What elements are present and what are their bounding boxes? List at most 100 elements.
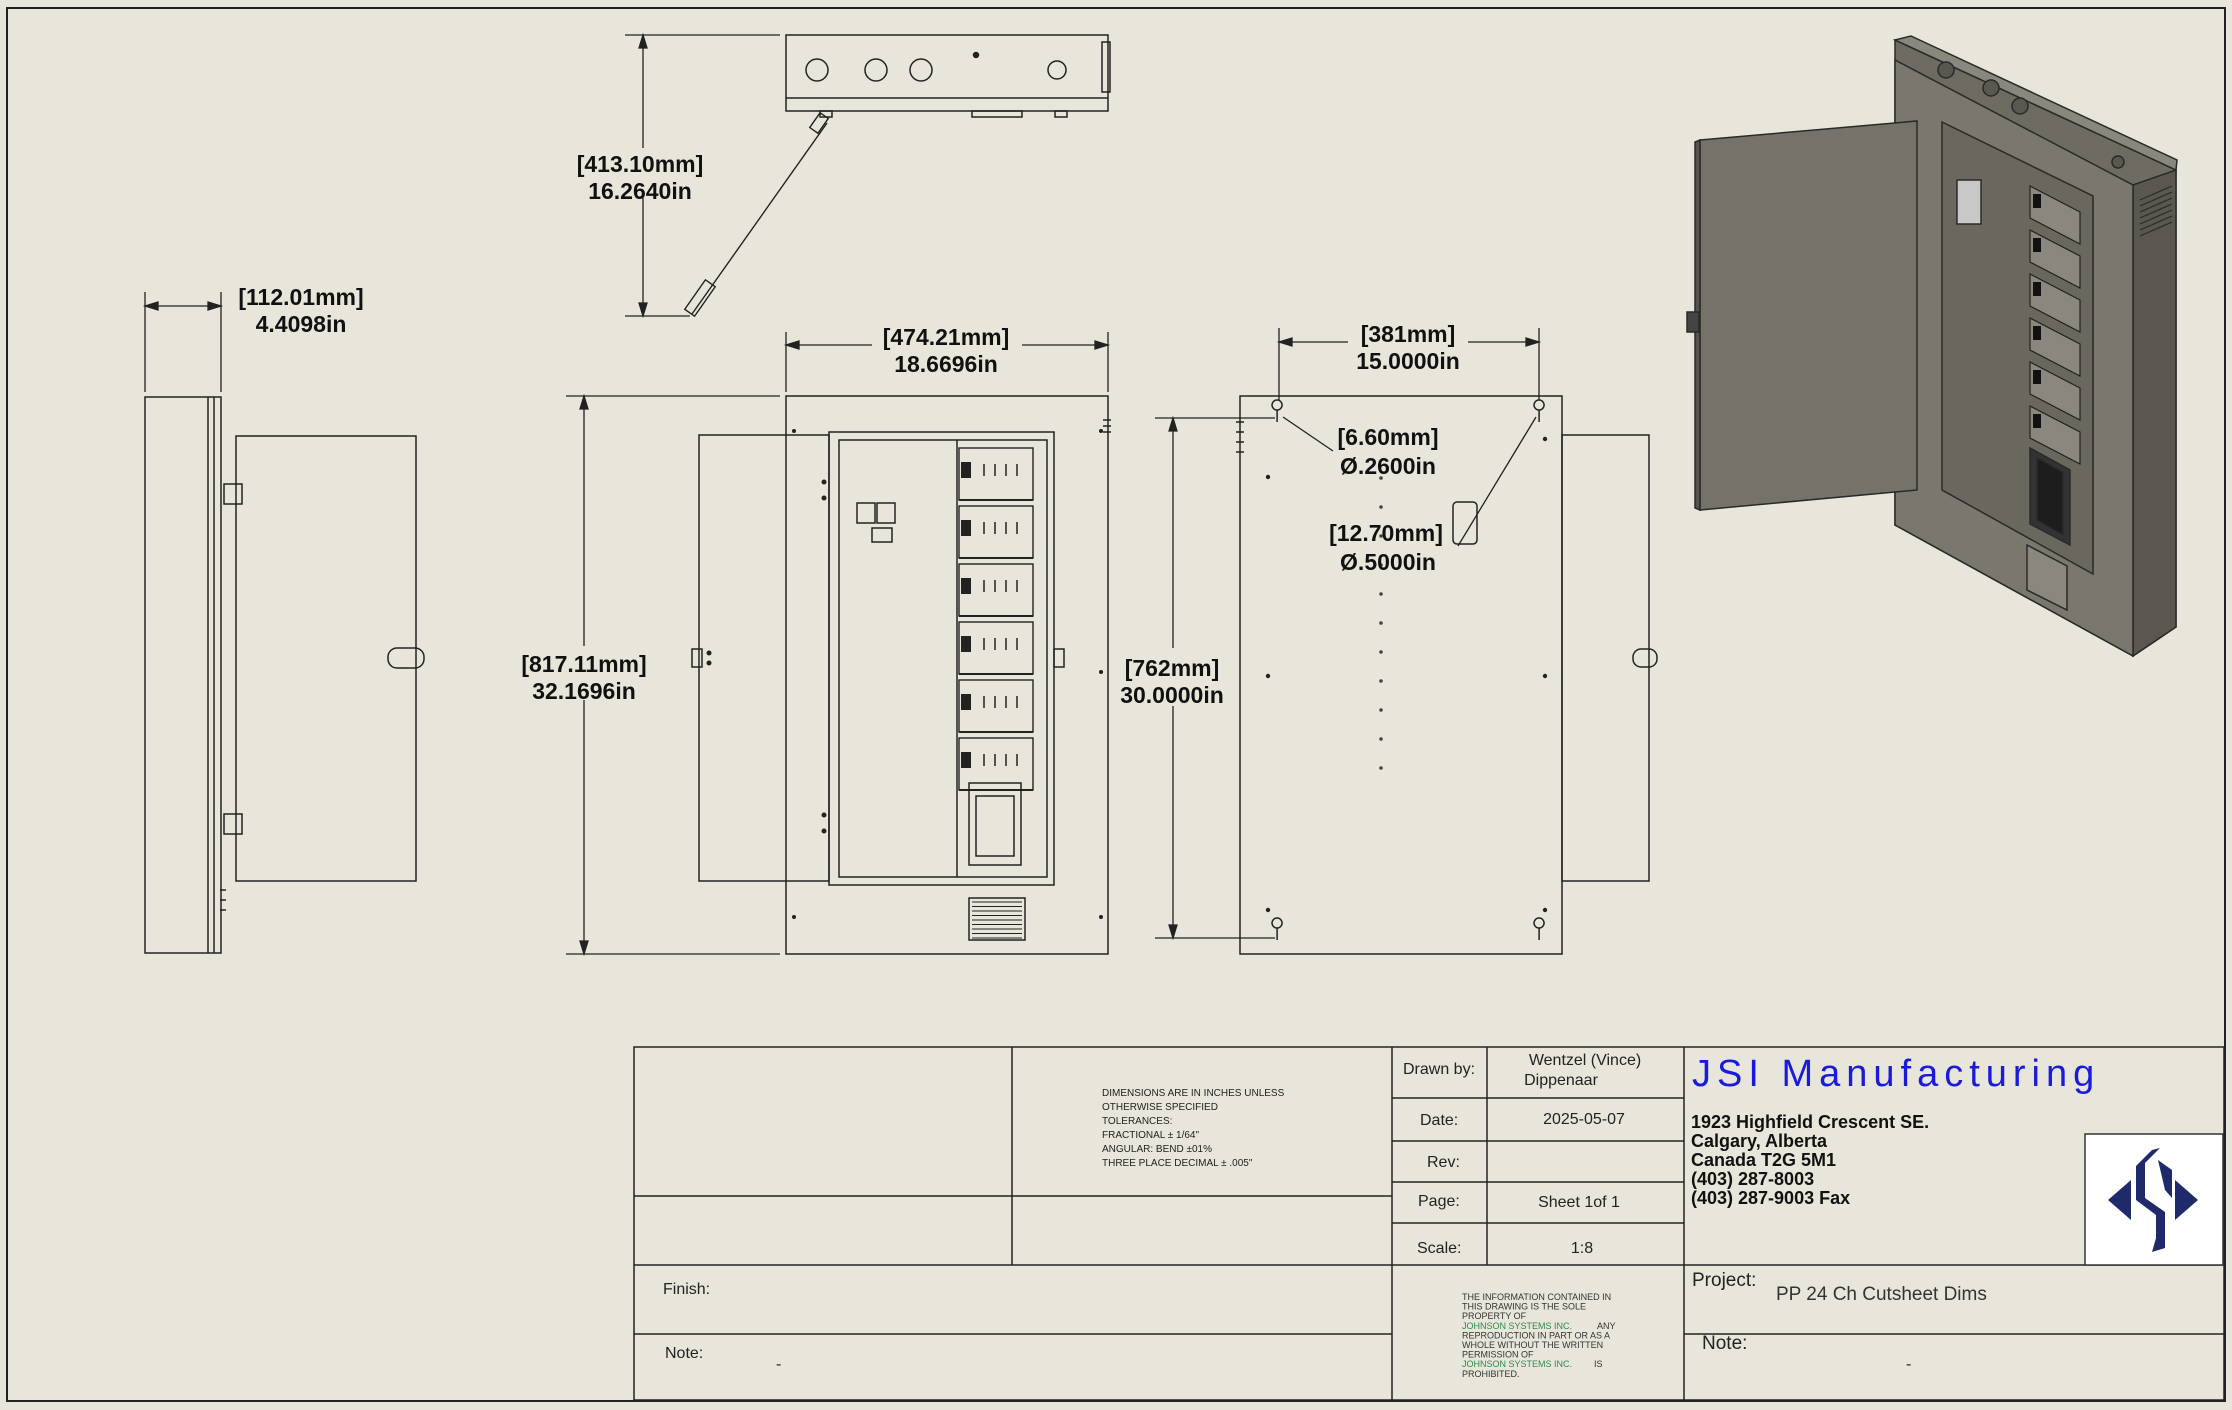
keyhole-large-dim-mm: [12.70mm]	[1329, 520, 1443, 546]
rear-center-hole	[1379, 592, 1383, 596]
iso-vent-slot	[2139, 221, 2173, 237]
mount-height-dim-in: 30.0000in	[1120, 682, 1224, 708]
vent-slots	[972, 901, 1022, 939]
rear-hole	[1265, 907, 1271, 913]
isometric-side-vents	[2139, 185, 2173, 237]
iso-vent-slot	[2139, 185, 2173, 201]
drawn-by-label: Drawn by:	[1403, 1061, 1475, 1078]
top-length-dimension-lines	[625, 32, 780, 319]
rear-center-hole	[1379, 737, 1383, 741]
mount-width-dim-in: 15.0000in	[1356, 348, 1460, 374]
breaker-handle	[961, 462, 971, 478]
rear-center-hole	[1379, 708, 1383, 712]
tolerance-line: FRACTIONAL ± 1/64"	[1102, 1130, 1199, 1141]
date-value: 2025-05-07	[1543, 1111, 1625, 1128]
rear-center-hole	[1379, 534, 1383, 538]
handle-detail	[683, 111, 830, 318]
drawn-by-name-line1: Wentzel (Vince)	[1529, 1052, 1641, 1069]
address-line: 1923 Highfield Crescent SE.	[1691, 1112, 1929, 1132]
rear-center-hole	[1379, 563, 1383, 567]
keyhole-small-dim-in: Ø.2600in	[1340, 453, 1436, 479]
rear-hole	[1542, 907, 1548, 913]
iso-breaker	[2029, 317, 2081, 377]
iso-vent-slot	[2139, 197, 2173, 213]
company-name: JSI Manufacturing	[1692, 1053, 2100, 1095]
rear-hole	[1542, 436, 1548, 442]
width-dim-in: 18.6696in	[894, 351, 998, 377]
rear-center-hole	[1379, 621, 1383, 625]
project-note-label: Note:	[1702, 1333, 1747, 1354]
height-dim-in: 32.1696in	[532, 678, 636, 704]
mount-height-dim-mm: [762mm]	[1125, 655, 1220, 681]
side-view	[144, 396, 425, 954]
top-view	[785, 34, 1111, 118]
rear-view	[1236, 395, 1658, 955]
proprietary-line: PROPERTY OF	[1462, 1311, 1527, 1321]
proprietary-line: PERMISSION OF	[1462, 1350, 1534, 1360]
mount-width-dim-mm: [381mm]	[1361, 321, 1456, 347]
iso-breaker	[2029, 185, 2081, 245]
top-length-dim-mm: [413.10mm]	[577, 151, 704, 177]
page-label: Page:	[1418, 1193, 1460, 1210]
proprietary-line: THIS DRAWING IS THE SOLE	[1462, 1302, 1586, 1312]
iso-breaker	[2029, 361, 2081, 421]
height-dimension-lines	[566, 393, 780, 957]
tolerance-line: OTHERWISE SPECIFIED	[1102, 1102, 1218, 1113]
proprietary-line: THE INFORMATION CONTAINED IN	[1462, 1292, 1611, 1302]
finish-label: Finish:	[663, 1281, 710, 1298]
proprietary-any: ANY	[1597, 1321, 1616, 1331]
iso-vent-slot	[2139, 215, 2173, 231]
iso-breaker	[2029, 229, 2081, 289]
iso-breaker-handle	[2033, 414, 2041, 428]
note-label: Note:	[665, 1345, 703, 1362]
proprietary-line: WHOLE WITHOUT THE WRITTEN	[1462, 1340, 1603, 1350]
iso-vent-slot	[2139, 203, 2173, 219]
project-name: PP 24 Ch Cutsheet Dims	[1776, 1284, 1987, 1305]
height-dim-mm: [817.11mm]	[521, 651, 646, 677]
front-view	[691, 395, 1111, 955]
tolerance-line: DIMENSIONS ARE IN INCHES UNLESS	[1102, 1088, 1285, 1099]
iso-breaker-handle	[2033, 370, 2041, 384]
isometric-view	[1686, 35, 2178, 658]
date-label: Date:	[1420, 1112, 1458, 1129]
breaker-handle	[961, 694, 971, 710]
rear-center-hole	[1379, 476, 1383, 480]
rear-hole	[1265, 673, 1271, 679]
note-value: -	[776, 1356, 781, 1373]
depth-dim-in: 4.4098in	[256, 311, 347, 337]
width-dim-mm: [474.21mm]	[883, 324, 1010, 350]
keyhole-small-dim-mm: [6.60mm]	[1338, 424, 1439, 450]
iso-breaker-handle	[2033, 282, 2041, 296]
rear-center-hole	[1379, 679, 1383, 683]
width-dimension-lines	[783, 332, 1111, 392]
keyhole-leaders	[1282, 416, 1537, 547]
proprietary-line: REPRODUCTION IN PART OR AS A	[1462, 1330, 1610, 1340]
rear-center-hole	[1379, 650, 1383, 654]
breaker-rows	[958, 447, 1034, 791]
drawn-by-name-line2: Dippenaar	[1524, 1072, 1599, 1089]
breaker-handle	[961, 636, 971, 652]
fax-line: (403) 287-9003 Fax	[1691, 1188, 1850, 1208]
iso-vent-slot	[2139, 209, 2173, 225]
mount-height-dimension-lines	[1155, 415, 1275, 941]
depth-dim-mm: [112.01mm]	[238, 284, 363, 310]
rear-hole	[1542, 673, 1548, 679]
proprietary-line: JOHNSON SYSTEMS INC.	[1462, 1321, 1572, 1331]
breaker-handle	[961, 520, 971, 536]
depth-dimension-lines	[142, 292, 224, 392]
mount-width-dimension-lines	[1276, 328, 1542, 400]
rear-holes	[1265, 436, 1548, 913]
address-line: Calgary, Alberta	[1691, 1131, 1828, 1151]
front-mount-holes	[706, 429, 1103, 919]
logo-mark-icon	[2136, 1148, 2165, 1252]
iso-breaker	[2029, 405, 2081, 465]
breaker-handle	[961, 578, 971, 594]
phone-line: (403) 287-8003	[1691, 1169, 1814, 1189]
top-length-dim-in: 16.2640in	[588, 178, 692, 204]
rear-hole	[1265, 474, 1271, 480]
iso-breaker-handle	[2033, 238, 2041, 252]
tolerance-line: ANGULAR: BEND ±01%	[1102, 1144, 1212, 1155]
project-note-value: -	[1906, 1356, 1911, 1373]
